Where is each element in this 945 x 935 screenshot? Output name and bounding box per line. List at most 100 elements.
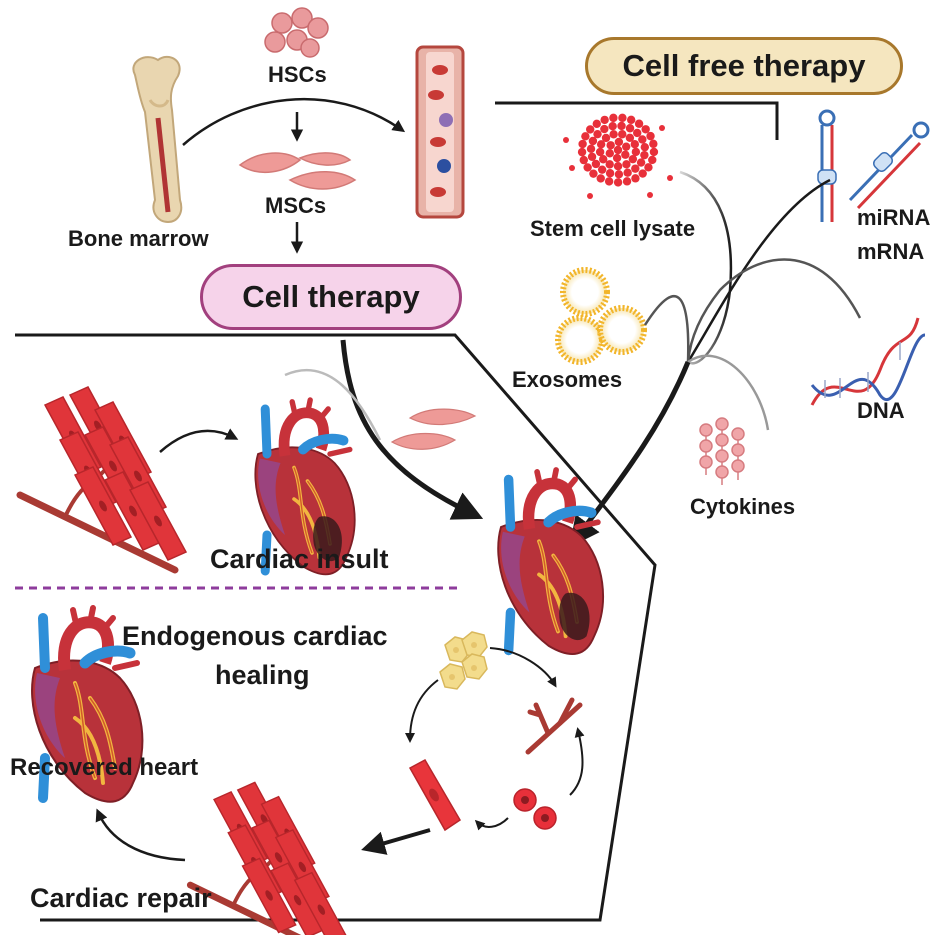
recovery-arrow — [95, 808, 186, 862]
recovered-heart-icon — [31, 605, 144, 803]
lysate-particle — [634, 119, 644, 128]
lysate-particle — [649, 139, 658, 149]
label-recovered-heart: Recovered heart — [10, 754, 199, 781]
lysate-particle — [631, 147, 641, 157]
lysate-particle — [609, 113, 618, 123]
lysate-particle — [581, 132, 590, 141]
lysate-particle — [595, 147, 605, 157]
msc-cells-icon — [238, 152, 357, 190]
stem-cell-lysate-icon — [563, 113, 673, 199]
lysate-particle — [623, 168, 632, 177]
lysate-particle — [609, 130, 618, 139]
lysate-particle — [600, 115, 609, 125]
lysate-particle — [608, 121, 617, 131]
dna-helix-icon — [810, 317, 926, 406]
label-endogenous-line2: healing — [215, 660, 310, 690]
label-cardiac-insult: Cardiac insult — [210, 544, 389, 574]
healing-cycle-arrows — [405, 647, 585, 831]
label-stem-cell-lysate: Stem cell lysate — [530, 216, 696, 241]
vessel-branch-icon — [525, 697, 583, 755]
lysate-particle — [601, 133, 611, 143]
lysate-particle — [613, 161, 623, 171]
rna-hairpin-icon — [817, 109, 930, 222]
lysate-particle — [618, 130, 627, 139]
label-mrna: mRNA — [857, 239, 925, 264]
lysate-particle — [591, 159, 601, 169]
lysate-particle — [613, 178, 623, 187]
lysate-particle — [659, 125, 665, 131]
lysate-particle — [587, 193, 593, 199]
lysate-particle — [613, 145, 623, 155]
stem-cell-cluster-icon — [439, 631, 488, 690]
cell-free-flow-lines — [569, 170, 862, 548]
lysate-particle — [644, 163, 653, 172]
lysate-particle — [631, 174, 640, 183]
lysate-particle — [630, 139, 640, 149]
cardiomyocyte-tissue-icon — [16, 386, 188, 574]
lysate-particle — [614, 170, 624, 179]
lysate-particle — [646, 131, 655, 141]
lysate-particle — [597, 165, 607, 174]
lysate-particle — [649, 147, 659, 157]
lysate-particle — [578, 139, 587, 149]
repair-arrow — [361, 828, 431, 855]
lysate-particle — [621, 150, 630, 159]
label-mscs: MSCs — [265, 193, 327, 218]
lysate-particle — [596, 174, 605, 183]
lysate-particle — [612, 153, 622, 163]
lysate-particle — [614, 137, 624, 147]
lysate-particle — [604, 177, 614, 186]
lysate-particle — [625, 133, 635, 143]
lysate-particle — [641, 125, 650, 134]
lysate-particle — [586, 144, 596, 154]
label-dna: DNA — [857, 398, 905, 423]
lysate-particle — [618, 113, 627, 123]
lysate-particle — [628, 154, 638, 164]
lysate-particle — [586, 125, 595, 134]
lysate-particle — [589, 169, 598, 178]
lysate-particle — [622, 177, 632, 186]
injured-heart-icon — [497, 467, 604, 656]
lysate-particle — [647, 192, 653, 198]
lysate-particle — [579, 155, 588, 165]
lysate-particle — [605, 149, 614, 158]
cell-free-therapy-pill: Cell free therapy — [585, 37, 903, 95]
lysate-particle — [638, 169, 647, 178]
lysate-particle — [563, 137, 569, 143]
label-bone-marrow: Bone marrow — [68, 226, 209, 251]
label-exosomes: Exosomes — [512, 367, 623, 392]
lysate-particle — [638, 135, 647, 144]
lysate-particle — [600, 124, 609, 134]
lysate-particle — [587, 152, 597, 161]
cytokine-icon — [699, 417, 745, 485]
cell-therapy-pill: Cell therapy — [200, 264, 462, 330]
label-cardiac-repair: Cardiac repair — [30, 883, 212, 913]
lysate-particle — [577, 147, 587, 157]
lysate-particle — [593, 129, 602, 139]
lysate-particle — [667, 175, 673, 181]
section-frame — [15, 101, 779, 922]
lysate-particle — [622, 142, 631, 151]
cell-therapy-flow-lines — [284, 339, 484, 520]
lysate-particle — [640, 150, 649, 160]
cardiac-repair-tissue-icon — [186, 781, 347, 935]
lysate-particle — [648, 155, 657, 165]
lysate-particle — [622, 160, 631, 169]
lysate-particle — [631, 164, 640, 173]
lysate-particle — [599, 155, 608, 164]
single-cardiomyocyte-icon — [408, 758, 462, 832]
msc-cells-icon — [390, 408, 477, 450]
bone-marrow-icon — [132, 55, 183, 224]
lysate-particle — [606, 141, 615, 150]
blood-vessel-icon — [415, 45, 465, 219]
lysate-particle — [605, 169, 615, 178]
hsc-cluster-icon — [264, 7, 329, 58]
lysate-particle — [583, 163, 592, 172]
exosome-icon — [555, 267, 647, 365]
lysate-particle — [605, 160, 614, 169]
lysate-particle — [633, 128, 642, 138]
lysate-particle — [569, 165, 575, 171]
lysate-particle — [626, 115, 636, 125]
